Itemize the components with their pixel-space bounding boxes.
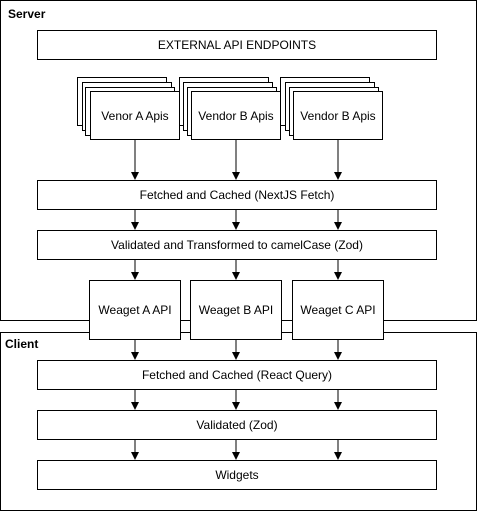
server-fetch-box: Fetched and Cached (NextJS Fetch) [37,180,437,210]
api-a-box: Weaget A API [89,280,181,340]
vendor-b-box: Vendor B Apis [191,91,281,140]
client-label: Client [5,337,39,351]
client-fetch-box: Fetched and Cached (React Query) [37,360,437,390]
widgets-box: Widgets [37,460,437,490]
client-validate-box: Validated (Zod) [37,410,437,440]
server-validate-box: Validated and Transformed to camelCase (… [37,230,437,260]
api-c-box: Weaget C API [292,280,384,340]
vendor-a-box: Venor A Apis [90,91,180,140]
external-api-endpoints-box: EXTERNAL API ENDPOINTS [37,30,437,60]
server-label: Server [8,7,46,21]
api-b-box: Weaget B API [190,280,282,340]
vendor-c-box: Vendor B Apis [293,91,383,140]
